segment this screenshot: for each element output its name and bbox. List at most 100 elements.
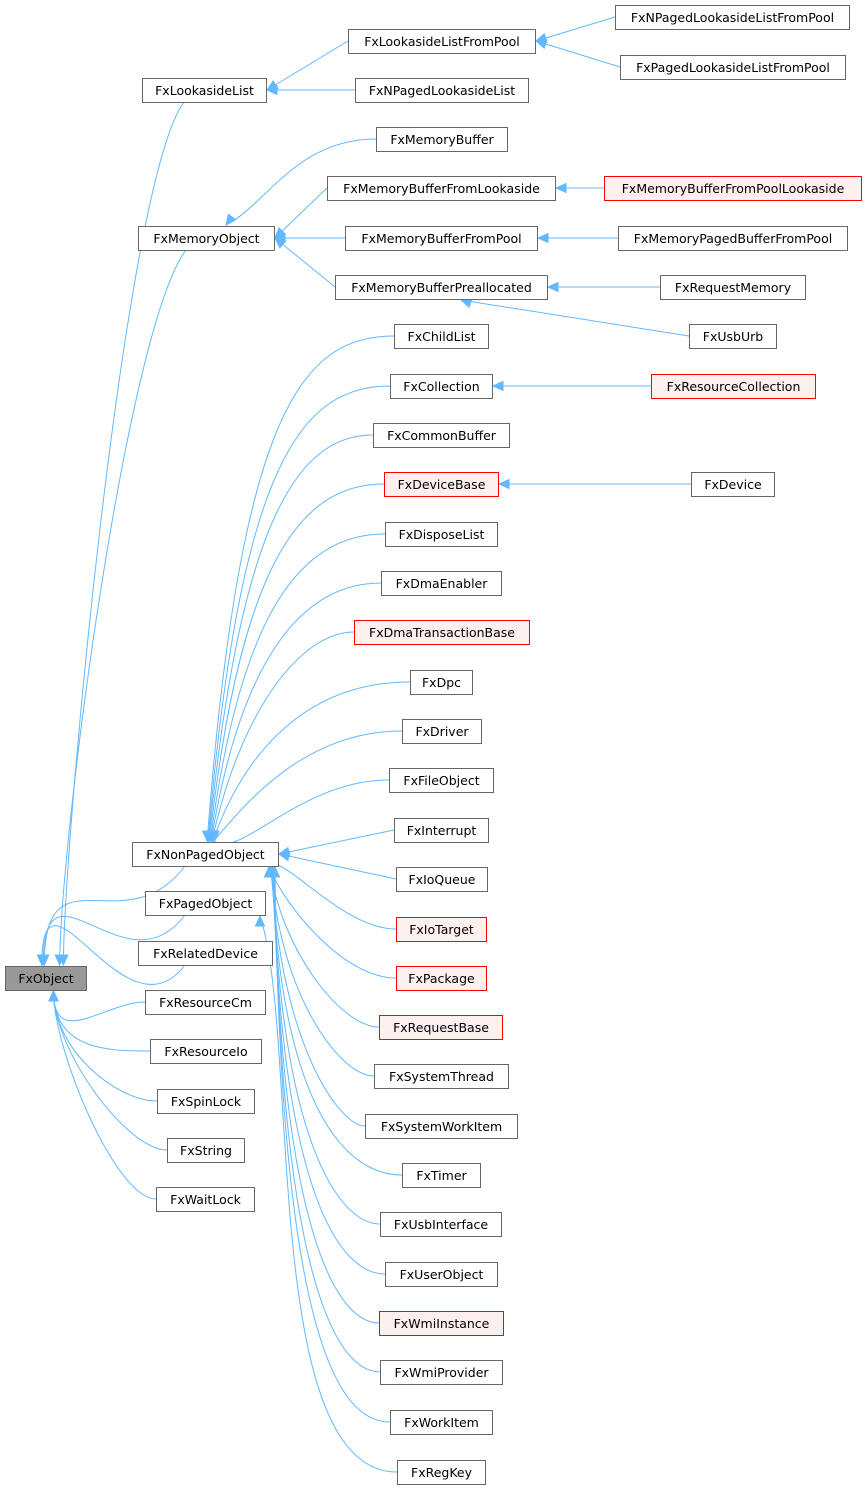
class-node-fx-usb-urb[interactable]: FxUsbUrb — [689, 324, 777, 349]
class-box[interactable] — [660, 275, 806, 300]
class-node-fx-object[interactable]: FxObject — [5, 966, 87, 991]
class-node-fx-interrupt[interactable]: FxInterrupt — [394, 818, 489, 843]
class-node-fx-collection[interactable]: FxCollection — [390, 374, 493, 399]
class-box[interactable] — [156, 1187, 255, 1212]
class-box[interactable] — [385, 1262, 498, 1287]
class-box[interactable] — [145, 891, 266, 916]
edges-layer — [36, 16, 691, 1473]
class-node-fx-paged-lookaside-list-from-pool[interactable]: FxPagedLookasideListFromPool — [620, 55, 846, 80]
class-box[interactable] — [167, 1138, 245, 1163]
class-box[interactable] — [138, 226, 275, 251]
class-node-fx-common-buffer[interactable]: FxCommonBuffer — [373, 423, 510, 448]
class-node-fx-package[interactable]: FxPackage — [396, 966, 487, 991]
class-node-fx-child-list[interactable]: FxChildList — [394, 324, 489, 349]
class-node-fx-timer[interactable]: FxTimer — [402, 1163, 481, 1188]
class-node-fx-dma-enabler[interactable]: FxDmaEnabler — [381, 571, 502, 596]
class-box[interactable] — [651, 374, 816, 399]
class-box[interactable] — [132, 842, 279, 867]
class-node-fx-memory-buffer-from-lookaside[interactable]: FxMemoryBufferFromLookaside — [327, 176, 556, 201]
class-box[interactable] — [620, 55, 846, 80]
class-node-fx-npaged-lookaside-list-from-pool[interactable]: FxNPagedLookasideListFromPool — [615, 5, 850, 30]
class-box[interactable] — [689, 324, 777, 349]
class-box[interactable] — [379, 1015, 503, 1040]
class-box[interactable] — [604, 176, 862, 201]
class-node-fx-wmi-instance[interactable]: FxWmiInstance — [379, 1311, 504, 1336]
class-node-fx-string[interactable]: FxString — [167, 1138, 245, 1163]
class-box[interactable] — [348, 29, 536, 54]
class-box[interactable] — [691, 472, 775, 497]
class-node-fx-io-queue[interactable]: FxIoQueue — [396, 867, 488, 892]
class-box[interactable] — [373, 423, 510, 448]
class-box[interactable] — [410, 670, 473, 695]
class-box[interactable] — [389, 768, 494, 793]
class-node-fx-wmi-provider[interactable]: FxWmiProvider — [380, 1360, 503, 1385]
class-box[interactable] — [397, 1460, 486, 1485]
class-node-fx-resource-collection[interactable]: FxResourceCollection — [651, 374, 816, 399]
class-node-fx-lookaside-list[interactable]: FxLookasideList — [142, 78, 267, 103]
class-node-fx-non-paged-object[interactable]: FxNonPagedObject — [132, 842, 279, 867]
class-box[interactable] — [379, 1311, 504, 1336]
class-box[interactable] — [390, 374, 493, 399]
class-node-fx-dpc[interactable]: FxDpc — [410, 670, 473, 695]
class-box[interactable] — [157, 1089, 255, 1114]
class-box[interactable] — [381, 571, 502, 596]
class-node-fx-memory-buffer-preallocated[interactable]: FxMemoryBufferPreallocated — [335, 275, 548, 300]
class-node-fx-dispose-list[interactable]: FxDisposeList — [385, 522, 498, 547]
class-node-fx-resource-cm[interactable]: FxResourceCm — [145, 990, 266, 1015]
class-box[interactable] — [380, 1360, 503, 1385]
class-node-fx-resource-io[interactable]: FxResourceIo — [150, 1039, 262, 1064]
class-box[interactable] — [380, 1212, 502, 1237]
class-node-fx-memory-buffer-from-pool-lookaside[interactable]: FxMemoryBufferFromPoolLookaside — [604, 176, 862, 201]
class-box[interactable] — [615, 5, 850, 30]
class-box[interactable] — [355, 78, 529, 103]
class-box[interactable] — [396, 917, 487, 942]
class-node-fx-reg-key[interactable]: FxRegKey — [397, 1460, 486, 1485]
class-box[interactable] — [150, 1039, 262, 1064]
class-node-fx-system-thread[interactable]: FxSystemThread — [374, 1064, 509, 1089]
class-node-fx-io-target[interactable]: FxIoTarget — [396, 917, 487, 942]
class-box[interactable] — [402, 1163, 481, 1188]
class-box[interactable] — [385, 522, 498, 547]
class-node-fx-spin-lock[interactable]: FxSpinLock — [157, 1089, 255, 1114]
class-node-fx-work-item[interactable]: FxWorkItem — [390, 1410, 493, 1435]
class-box[interactable] — [142, 78, 267, 103]
class-node-fx-driver[interactable]: FxDriver — [402, 719, 482, 744]
class-node-fx-user-object[interactable]: FxUserObject — [385, 1262, 498, 1287]
class-node-fx-wait-lock[interactable]: FxWaitLock — [156, 1187, 255, 1212]
class-box[interactable] — [335, 275, 548, 300]
class-node-fx-npaged-lookaside-list[interactable]: FxNPagedLookasideList — [355, 78, 529, 103]
class-node-fx-memory-object[interactable]: FxMemoryObject — [138, 226, 275, 251]
class-box[interactable] — [145, 990, 266, 1015]
class-node-fx-paged-object[interactable]: FxPagedObject — [145, 891, 266, 916]
class-node-fx-memory-buffer[interactable]: FxMemoryBuffer — [376, 127, 508, 152]
class-box[interactable] — [390, 1410, 493, 1435]
class-box[interactable] — [5, 966, 87, 991]
class-node-fx-memory-paged-buffer-from-pool[interactable]: FxMemoryPagedBufferFromPool — [618, 226, 848, 251]
class-node-fx-device[interactable]: FxDevice — [691, 472, 775, 497]
class-node-fx-request-base[interactable]: FxRequestBase — [379, 1015, 503, 1040]
class-box[interactable] — [376, 127, 508, 152]
class-box[interactable] — [374, 1064, 509, 1089]
class-box[interactable] — [394, 818, 489, 843]
class-box[interactable] — [384, 472, 499, 497]
class-node-fx-device-base[interactable]: FxDeviceBase — [384, 472, 499, 497]
class-box[interactable] — [394, 324, 489, 349]
class-node-fx-dma-transaction-base[interactable]: FxDmaTransactionBase — [354, 620, 530, 645]
class-node-fx-memory-buffer-from-pool[interactable]: FxMemoryBufferFromPool — [345, 226, 538, 251]
class-node-fx-system-work-item[interactable]: FxSystemWorkItem — [365, 1114, 518, 1139]
class-node-fx-lookaside-list-from-pool[interactable]: FxLookasideListFromPool — [348, 29, 536, 54]
class-box[interactable] — [396, 867, 488, 892]
class-box[interactable] — [354, 620, 530, 645]
class-box[interactable] — [396, 966, 487, 991]
class-node-fx-request-memory[interactable]: FxRequestMemory — [660, 275, 806, 300]
class-node-fx-related-device[interactable]: FxRelatedDevice — [138, 941, 273, 966]
class-box[interactable] — [402, 719, 482, 744]
class-box[interactable] — [345, 226, 538, 251]
class-box[interactable] — [138, 941, 273, 966]
class-box[interactable] — [618, 226, 848, 251]
arrowhead-fx-memory-paged-buffer-from-pool — [536, 232, 549, 244]
class-node-fx-file-object[interactable]: FxFileObject — [389, 768, 494, 793]
class-box[interactable] — [365, 1114, 518, 1139]
class-box[interactable] — [327, 176, 556, 201]
class-node-fx-usb-interface[interactable]: FxUsbInterface — [380, 1212, 502, 1237]
